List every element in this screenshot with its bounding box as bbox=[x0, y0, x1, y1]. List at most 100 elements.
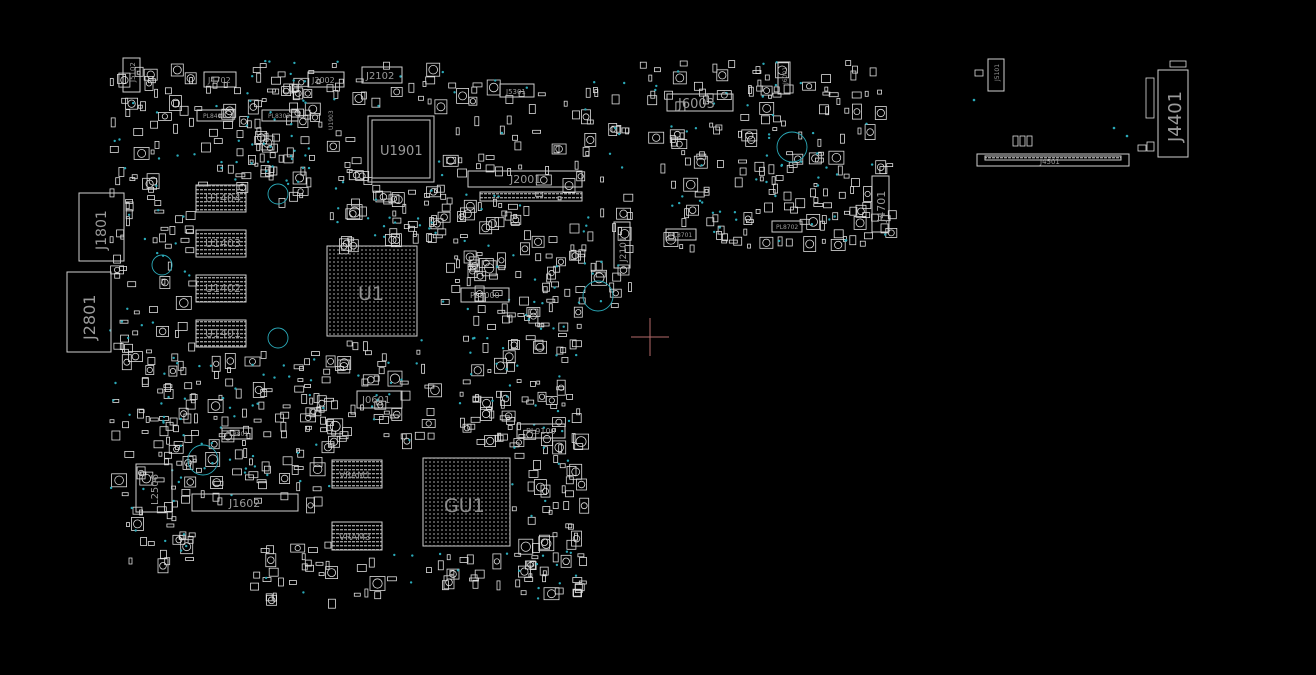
ic-pin-circle bbox=[562, 557, 570, 566]
smd-pad bbox=[568, 523, 574, 530]
ic-pin-circle bbox=[575, 436, 587, 448]
via-dot bbox=[400, 378, 403, 381]
coil-pl8702[interactable]: PL8702 bbox=[771, 220, 803, 233]
via-dot bbox=[774, 83, 778, 87]
memory-vram3[interactable]: VRAM3 bbox=[331, 521, 383, 551]
coil-pl9100[interactable]: PL9100 bbox=[516, 423, 566, 439]
smd-pad bbox=[288, 580, 297, 585]
connector-j2102[interactable]: J2102 bbox=[361, 66, 403, 84]
smd-pad bbox=[261, 98, 267, 102]
coil-pl8701[interactable]: PL8701 bbox=[665, 228, 697, 241]
memory-vram1[interactable]: VRAM1 bbox=[331, 459, 383, 489]
connector-j4701[interactable]: J4701 bbox=[871, 175, 890, 233]
ic-pin-circle bbox=[720, 91, 728, 99]
smd-pad bbox=[879, 166, 888, 175]
smd-pad bbox=[887, 210, 897, 220]
via-dot bbox=[198, 364, 201, 368]
smd-pad bbox=[497, 433, 508, 441]
chip-u1901[interactable]: U1901 bbox=[367, 115, 435, 183]
smd-pad bbox=[520, 590, 527, 596]
via-dot bbox=[285, 179, 288, 182]
connector-j4702[interactable]: J4702 bbox=[203, 71, 237, 88]
smd-pad bbox=[425, 76, 436, 85]
label-u1404: U1404 bbox=[205, 192, 241, 205]
via-dot bbox=[535, 562, 539, 566]
smd-pad bbox=[738, 159, 747, 164]
ic-pin-circle bbox=[240, 118, 247, 125]
ic-pin-circle bbox=[619, 266, 628, 274]
smd-pad bbox=[563, 501, 570, 511]
smd-pad bbox=[552, 296, 559, 303]
connector-j4401[interactable]: J4401 bbox=[1157, 69, 1189, 158]
smd-pad bbox=[559, 463, 566, 469]
inductor-l2506[interactable]: L2506 bbox=[135, 463, 173, 513]
smd-pad bbox=[552, 532, 558, 538]
small-ic bbox=[853, 215, 867, 230]
via-dot bbox=[582, 230, 585, 233]
smd-pad bbox=[790, 206, 798, 214]
smd-pad bbox=[747, 243, 751, 249]
via-dot bbox=[755, 178, 758, 181]
smd-pad bbox=[454, 255, 459, 260]
memory-u1403[interactable]: U1403 bbox=[195, 229, 247, 258]
connector-j5101[interactable]: J5101 bbox=[987, 58, 1005, 92]
via-dot bbox=[506, 395, 509, 398]
connector-j2002[interactable]: J2002 bbox=[307, 71, 345, 88]
smd-pad bbox=[212, 492, 220, 502]
chip-gu1[interactable]: GU1 bbox=[422, 457, 511, 547]
ic-pin-circle bbox=[488, 82, 499, 93]
memory-u1404[interactable]: U1404 bbox=[195, 184, 247, 213]
label-j5101: J5101 bbox=[994, 64, 1001, 82]
via-dot bbox=[160, 402, 163, 405]
via-dot bbox=[246, 92, 249, 95]
ic-pin-circle bbox=[887, 229, 895, 237]
ic-pin-circle bbox=[831, 152, 842, 163]
coil-pl8000[interactable]: PL8000 bbox=[460, 287, 510, 303]
via-dot bbox=[534, 404, 537, 407]
smd-pad bbox=[321, 376, 331, 384]
coil-pl3801[interactable]: PL3801 bbox=[221, 427, 253, 440]
connector-j1801[interactable]: J1801 bbox=[78, 192, 125, 262]
connector-j5301[interactable]: J5301 bbox=[499, 83, 535, 98]
ic-pin-circle bbox=[876, 163, 885, 171]
via-dot bbox=[816, 152, 819, 155]
via-dot bbox=[681, 195, 684, 198]
smd-pad bbox=[194, 106, 203, 111]
smd-pad bbox=[361, 378, 369, 387]
smd-pad bbox=[869, 67, 877, 77]
via-dot bbox=[289, 154, 293, 158]
connector-j2801[interactable]: J2801 bbox=[66, 271, 112, 353]
via-dot bbox=[301, 166, 305, 170]
via-dot bbox=[114, 381, 117, 385]
smd-pad bbox=[527, 516, 536, 525]
smd-pad bbox=[334, 366, 344, 371]
smd-pad bbox=[426, 233, 433, 243]
smd-pad bbox=[877, 89, 882, 95]
coil-pl8302[interactable]: PL8302 bbox=[261, 109, 299, 122]
coil-pl8401[interactable]: PL8401 bbox=[196, 109, 234, 122]
connector-j4501[interactable]: J4501 bbox=[976, 153, 1130, 167]
smd-pad bbox=[625, 127, 629, 135]
connector-j6001[interactable]: J6001 bbox=[777, 61, 791, 95]
memory-u1402[interactable]: U1402 bbox=[195, 274, 247, 303]
smd-pad bbox=[671, 180, 676, 189]
connector-j0601[interactable]: J0601 bbox=[356, 390, 403, 409]
ic-pin-circle bbox=[473, 366, 482, 375]
smd-pad bbox=[179, 531, 187, 540]
connector-j1602[interactable]: J1602 bbox=[191, 493, 299, 512]
smd-pad bbox=[426, 407, 435, 416]
smd-pad bbox=[109, 236, 114, 244]
small-ic bbox=[121, 354, 132, 371]
ic-pin-circle bbox=[463, 425, 471, 432]
ic-pin-circle bbox=[481, 409, 491, 419]
smd-pad bbox=[180, 237, 190, 243]
connector-j2001[interactable]: J2001 bbox=[467, 170, 583, 202]
connector-j5102[interactable]: J5102 bbox=[122, 57, 141, 93]
connector-j2101[interactable]: J2101 bbox=[613, 221, 631, 269]
smd-pad bbox=[624, 245, 634, 253]
chip-u1[interactable]: U1 bbox=[326, 245, 418, 337]
connector-j6003[interactable]: J6003 bbox=[666, 93, 734, 112]
memory-u1401[interactable]: U1401 bbox=[195, 319, 247, 348]
small-ic bbox=[864, 124, 876, 140]
